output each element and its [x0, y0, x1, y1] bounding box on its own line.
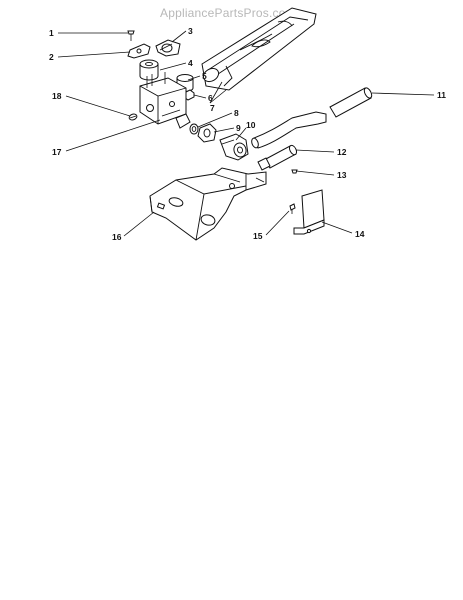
label-part-5: 5 [202, 71, 207, 81]
part-base-bracket [149, 167, 267, 241]
part-valve-body [139, 72, 191, 129]
label-part-9: 9 [236, 123, 241, 133]
part-curved-pipe [251, 111, 327, 149]
label-part-16: 16 [112, 232, 122, 242]
part-fitting-9 [197, 123, 217, 143]
part-screw-13 [291, 169, 298, 174]
label-part-3: 3 [188, 26, 193, 36]
label-part-1: 1 [49, 28, 54, 38]
label-part-4: 4 [188, 58, 193, 68]
label-part-14: 14 [355, 229, 365, 239]
part-number-labels: 1 2 3 4 5 6 7 8 9 10 11 12 13 14 15 16 1… [49, 26, 446, 242]
part-side-bracket [293, 189, 325, 235]
leader-lines [57, 30, 435, 237]
part-screw-15 [289, 203, 296, 214]
part-small-bracket [127, 43, 151, 59]
label-part-17: 17 [52, 147, 62, 157]
part-screw-1 [127, 30, 135, 41]
part-tray [201, 7, 317, 91]
part-ring-8 [189, 123, 199, 135]
label-part-10: 10 [246, 120, 256, 130]
label-part-15: 15 [253, 231, 263, 241]
part-elbow-10 [219, 133, 249, 161]
watermark-text: AppliancePartsPros.com [160, 6, 296, 20]
label-part-13: 13 [337, 170, 347, 180]
label-part-6: 6 [208, 93, 213, 103]
label-part-8: 8 [234, 108, 239, 118]
label-part-11: 11 [437, 90, 446, 100]
part-tube-upper [329, 87, 373, 118]
label-part-7: 7 [210, 103, 215, 113]
part-screw-18 [128, 113, 138, 121]
part-coil [139, 59, 159, 81]
part-short-tube [257, 144, 298, 171]
part-clip [155, 39, 181, 57]
label-part-12: 12 [337, 147, 347, 157]
label-part-2: 2 [49, 52, 54, 62]
label-part-18: 18 [52, 91, 62, 101]
